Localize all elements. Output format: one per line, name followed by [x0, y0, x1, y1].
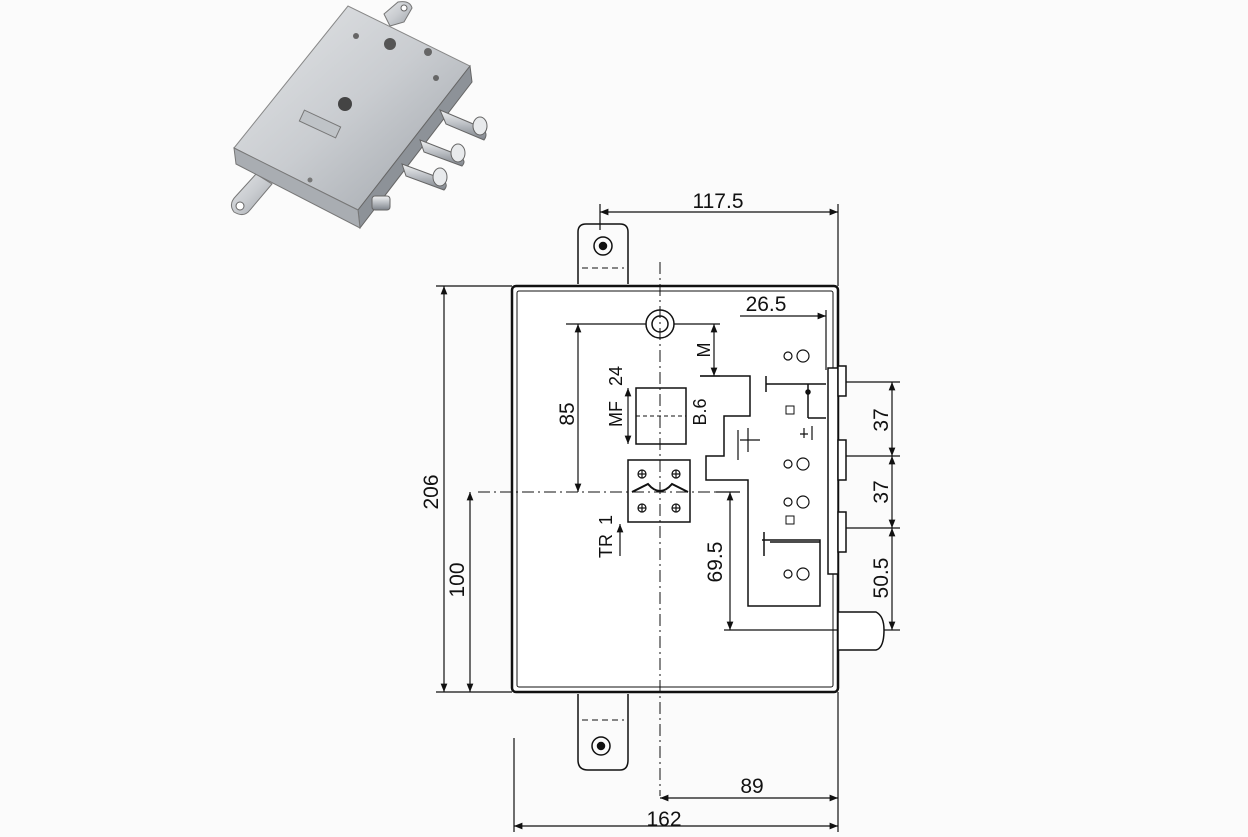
dimension-labels: 117.5 26.5 206 100 85 M 24 MF B.6 1 TR 3…: [420, 190, 893, 831]
lock-case-drawing: [510, 223, 885, 771]
centerlines: [478, 262, 740, 796]
dim-85: 85: [556, 402, 579, 425]
dim-69-5: 69.5: [704, 542, 727, 583]
dim-100: 100: [446, 562, 469, 597]
dim-37-bottom: 37: [870, 480, 893, 503]
dim-50-5: 50.5: [870, 558, 893, 599]
dim-37-top: 37: [870, 408, 893, 431]
dim-24: 24: [606, 366, 626, 386]
dim-117-5: 117.5: [693, 190, 744, 213]
dim-26-5: 26.5: [746, 293, 787, 316]
dim-89: 89: [740, 775, 763, 798]
dim-b6: B.6: [690, 398, 710, 425]
dimension-lines: [436, 204, 900, 832]
dim-162: 162: [646, 808, 681, 831]
lock-product-photo: [230, 1, 488, 230]
dim-tr: TR: [596, 534, 616, 558]
dim-tr-value: 1: [596, 515, 616, 525]
dim-206: 206: [420, 474, 443, 509]
dim-m: M: [694, 343, 714, 358]
lock-bolts: [371, 109, 488, 211]
dim-mf: MF: [606, 401, 626, 427]
